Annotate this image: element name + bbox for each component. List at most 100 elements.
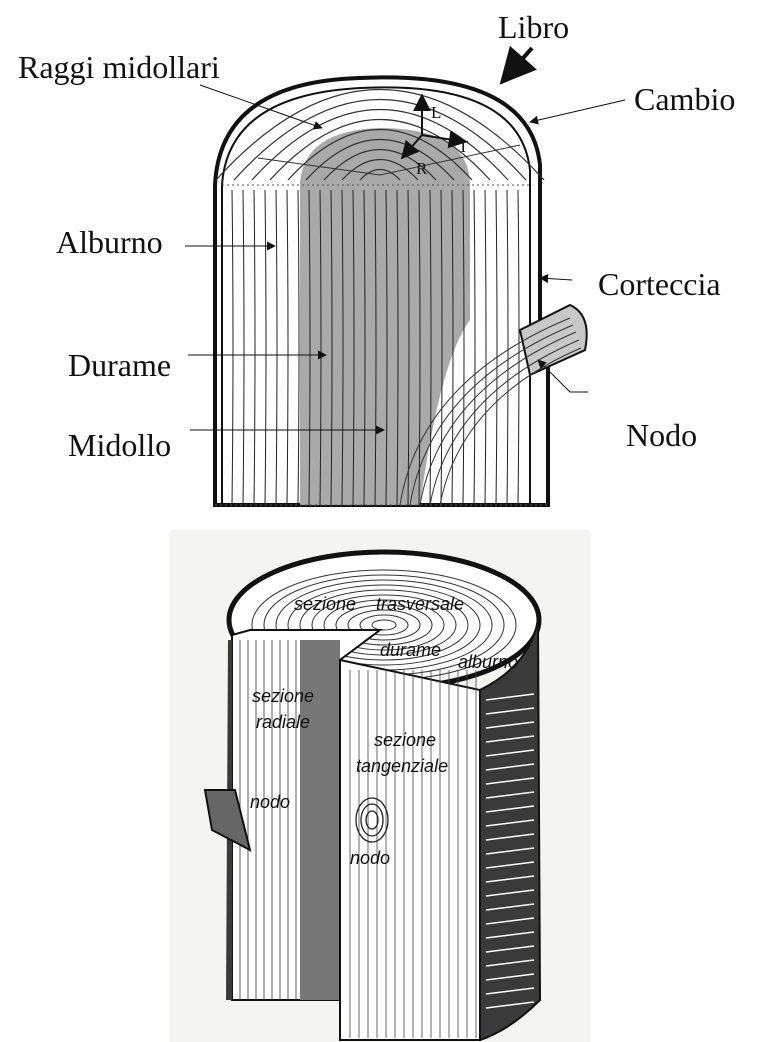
cross-ring [371,619,397,631]
label-durame-bottom: durame [380,640,441,660]
growth-ring [359,168,401,181]
label-alburno-bottom: alburno [458,652,518,672]
label-nodo: Nodo [626,417,697,453]
growth-ring [341,158,419,181]
grain-line [253,189,256,506]
bark-texture-line [485,819,535,827]
knot-branch [518,303,588,377]
cambio-arrow [529,99,626,125]
grain-line [231,189,234,506]
label-midollo: Midollo [68,427,171,463]
medullary-ray [257,157,381,176]
grain-line [275,189,278,506]
label-sezione-trasversale-1: sezione [294,594,356,614]
tangential-knot [355,797,389,843]
cross-ring [347,609,421,641]
corteccia-arrow [539,274,573,283]
libro-arrow [499,45,537,85]
grain-line [506,189,509,506]
bark-texture-line [485,721,535,729]
label-sezione-tangenziale-2: tangenziale [356,756,448,776]
grain-line [341,189,344,506]
bark-texture-line [485,847,535,855]
label-corteccia: Corteccia [598,266,721,302]
grain-line [374,189,377,506]
label-raggi-midollari: Raggi midollari [18,49,220,85]
bark-texture-line [485,735,535,743]
bark-texture-line [485,693,535,701]
growth-ring [215,89,545,181]
nodo-arrow [537,359,588,393]
growth-ring [251,109,509,181]
knot-grain [399,317,582,506]
cross-ring [323,599,445,651]
branch-knot [203,789,252,852]
libro-layer [221,86,531,505]
raggi-arrow [199,84,323,130]
grain-line [286,189,289,506]
axis-t-arrow [421,130,467,149]
grain-line [297,189,300,506]
bark-texture-line [485,987,535,995]
trunk-longitudinal-diagram: L T R Libro Raggi midollari Cambio Albur… [18,9,735,507]
axis-r-arrow [400,134,423,160]
grain-line [418,189,421,506]
label-libro: Libro [498,9,569,45]
bark-texture-line [485,707,535,715]
grain-lines [231,189,520,506]
cross-ring [335,604,433,646]
grain-line [319,189,322,506]
growth-ring [269,118,491,181]
grain-line [462,189,465,506]
grain-line [330,189,333,506]
label-sezione-radiale-2: radiale [256,712,310,732]
bark-texture-line [485,805,535,813]
bark-texture-line [485,763,535,771]
cross-ring [299,589,469,661]
axis-t-label: T [458,137,469,156]
bark-texture-line [485,959,535,967]
label-sezione-trasversale-2: trasversale [376,594,464,614]
grain-line [264,189,267,506]
growth-ring [323,149,437,181]
grain-line [517,189,520,506]
cross-ring [287,584,481,666]
label-nodo-left: nodo [250,792,290,812]
bark-surface [479,619,542,1042]
grain-line [407,189,410,506]
bark-texture-line [485,945,535,953]
bark-texture-line [485,777,535,785]
growth-ring [287,128,473,181]
label-sezione-tangenziale-1: sezione [374,730,436,750]
grain-line [363,189,366,506]
cross-ring [359,614,409,636]
bark-texture-line [485,833,535,841]
grain-line [451,189,454,506]
label-durame: Durame [68,347,171,383]
label-nodo-center: nodo [350,848,390,868]
bark-texture-line [485,1001,535,1009]
radial-heartwood-band [300,640,340,1000]
bark-texture-line [485,861,535,869]
label-sezione-radiale-1: sezione [252,686,314,706]
bark-texture [485,693,535,1009]
label-cambio: Cambio [634,81,735,117]
grain-line [484,189,487,506]
axis-r-label: R [416,159,428,178]
growth-ring-arcs [215,89,545,181]
bark-texture-line [485,973,535,981]
grain-line [352,189,355,506]
grain-line [242,189,245,506]
log-section-diagram: sezione trasversale durame alburno sezio… [170,530,590,1042]
axis-l-label: L [431,103,441,122]
cross-ring [311,594,457,656]
grain-line [308,189,311,506]
bark-texture-line [485,791,535,799]
bark-texture-line [485,875,535,883]
medullary-ray [379,144,521,176]
grain-line [473,189,476,506]
bark-texture-line [485,889,535,897]
bark-texture-line [485,931,535,939]
grain-line [495,189,498,506]
grain-line [385,189,388,506]
